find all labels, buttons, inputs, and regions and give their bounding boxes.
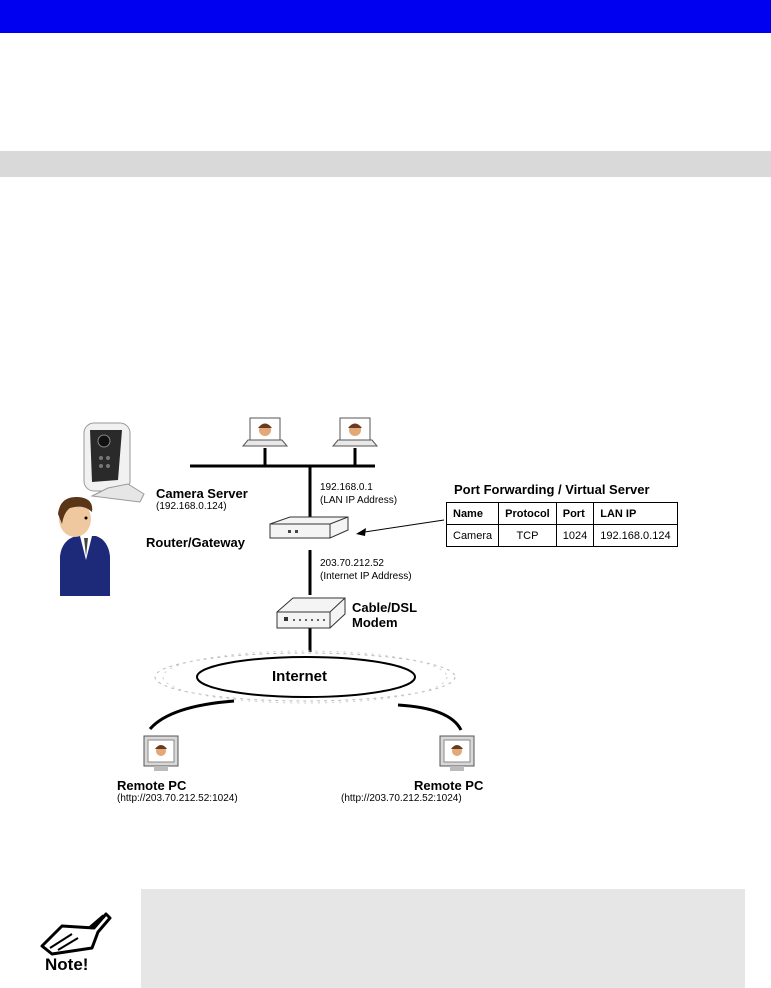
table-header-row: Name Protocol Port LAN IP [445,502,678,525]
section-heading-bar [0,151,771,177]
remote-pc-icon [439,735,475,771]
lan-pc-icon [331,417,379,447]
remote-pc-left-url: (http://203.70.212.52:1024) [117,793,238,804]
remote-pc-right-title: Remote PC [414,778,484,793]
note-label: Note! [45,955,89,974]
router-icon [269,516,349,539]
port-forwarding-title: Port Forwarding / Virtual Server [454,482,650,497]
table-header: Protocol [498,502,557,525]
table-header: LAN IP [593,502,678,525]
lan-pc-icon [241,417,289,447]
note-pen-icon [40,912,112,956]
internet-to-left-pc-line [148,699,235,731]
table-cell: 192.168.0.124 [593,524,678,547]
port-forwarding-table: Name Protocol Port LAN IP Camera TCP 102… [445,502,678,547]
modem-icon [276,597,346,629]
table-cell: Camera [445,524,500,547]
internet-label: Internet [272,668,328,685]
internet-to-right-pc-line [397,703,463,731]
table-cell: TCP [498,524,557,547]
port-forward-arrow [357,519,445,534]
table-row: Camera TCP 1024 192.168.0.124 [445,524,678,547]
note-box [141,889,745,988]
modem-title-line2: Modem [352,615,398,630]
camera-server-ip: (192.168.0.124) [156,501,227,512]
camera-server-title: Camera Server [156,486,248,501]
lan-ip-note: (LAN IP Address) [320,495,398,506]
internet-cloud-icon [154,650,456,704]
internet-ip-note: (Internet IP Address) [320,571,412,582]
camera-icon [83,422,145,503]
table-cell: 1024 [555,524,595,547]
table-header: Name [445,502,500,525]
person-icon [58,496,110,596]
lan-ip-address: 192.168.0.1 [320,482,373,493]
router-title: Router/Gateway [146,535,245,550]
top-banner [0,0,771,33]
table-header: Port [555,502,595,525]
remote-pc-icon [143,735,179,771]
remote-pc-right-url: (http://203.70.212.52:1024) [341,793,462,804]
remote-pc-left-title: Remote PC [117,778,187,793]
internet-ip-address: 203.70.212.52 [320,558,384,569]
modem-title-line1: Cable/DSL [352,600,418,615]
